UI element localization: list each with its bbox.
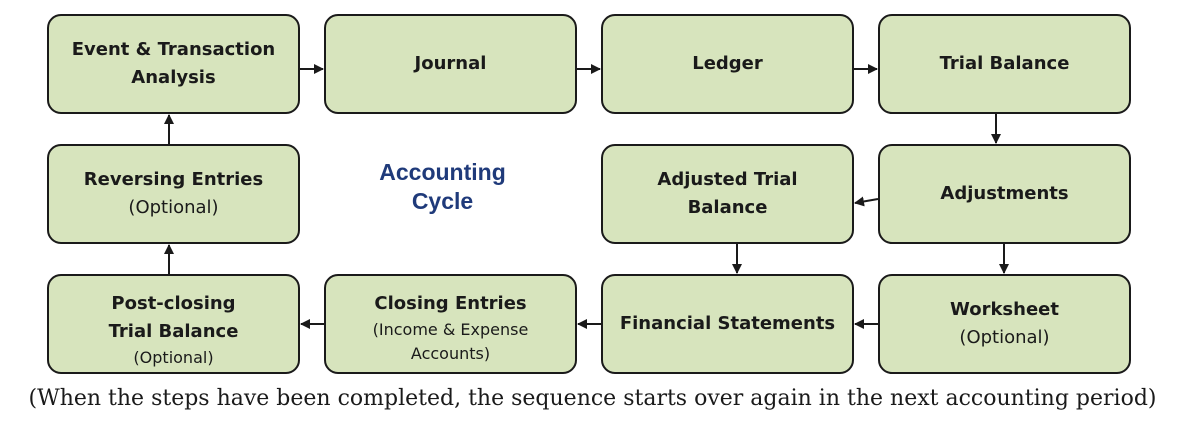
step-event-transaction-analysis: Event & Transaction Analysis [47, 14, 300, 114]
step-sublabel: (Income & Expense [372, 320, 529, 339]
footnote-caption: (When the steps have been completed, the… [28, 386, 1157, 411]
step-journal: Journal [324, 14, 577, 114]
step-label: Financial Statements [619, 313, 836, 334]
step-label: Trial Balance [108, 321, 239, 342]
step-ledger: Ledger [601, 14, 854, 114]
diagram-title: Accounting Cycle [360, 158, 525, 216]
step-label: Worksheet [950, 299, 1059, 320]
step-adjusted-trial-balance: Adjusted Trial Balance [601, 144, 854, 244]
step-sublabel: (Optional) [959, 327, 1050, 348]
arrow-adjustments-to-adjusted [854, 196, 879, 207]
step-label: Reversing Entries [83, 169, 264, 190]
step-financial-statements: Financial Statements [601, 274, 854, 374]
step-label: Analysis [131, 67, 216, 88]
step-label: Post-closing [111, 293, 236, 314]
title-line: Accounting [379, 159, 506, 185]
step-label: Journal [414, 53, 487, 74]
step-label: Balance [687, 197, 768, 218]
step-reversing-entries: Reversing Entries (Optional) [47, 144, 300, 244]
step-worksheet: Worksheet (Optional) [878, 274, 1131, 374]
title-line: Cycle [411, 188, 474, 214]
step-label: Ledger [692, 53, 763, 74]
step-label: Event & Transaction [71, 39, 276, 60]
step-closing-entries: Closing Entries (Income & Expense Accoun… [324, 274, 577, 374]
step-sublabel: Accounts) [410, 344, 491, 363]
step-label: Closing Entries [374, 293, 527, 314]
step-adjustments: Adjustments [878, 144, 1131, 244]
step-sublabel: (Optional) [133, 348, 214, 367]
step-sublabel: (Optional) [128, 197, 219, 218]
step-label: Adjusted Trial [657, 169, 798, 190]
step-post-closing-trial-balance: Post-closing Trial Balance (Optional) [47, 274, 300, 374]
step-label: Trial Balance [939, 53, 1070, 74]
step-trial-balance: Trial Balance [878, 14, 1131, 114]
step-label: Adjustments [940, 183, 1069, 204]
